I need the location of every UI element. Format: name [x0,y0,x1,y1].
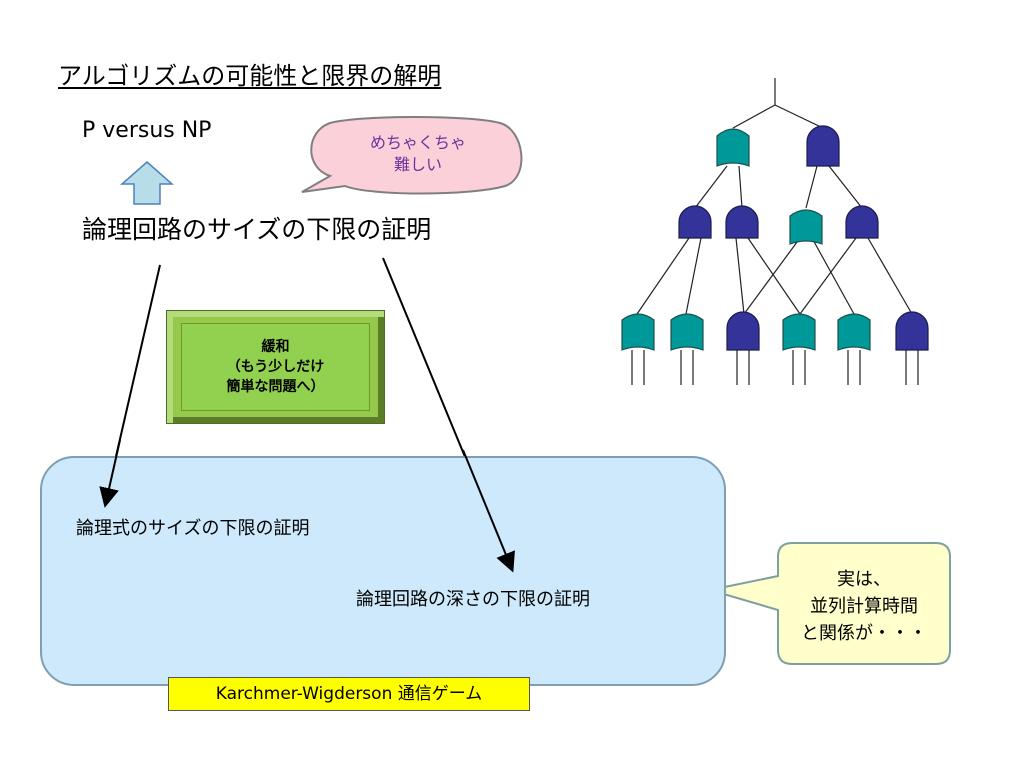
or-gate-icon [621,313,655,351]
formula-size-lower-bound-label: 論理式のサイズの下限の証明 [76,518,310,539]
p-versus-np-label: P versus NP [82,118,212,143]
or-gate-icon [789,209,823,245]
pink-callout-text: めちゃくちゃ 難しい [340,132,496,176]
or-gate-icon [716,128,750,167]
yellow-callout-line2: 並列計算時間 [810,596,918,617]
relaxation-line1: 緩和 [261,339,290,355]
and-gate-icon [806,125,840,167]
relaxation-line2: （もう少しだけ [226,359,325,375]
and-gate-icon [895,311,929,351]
up-arrow-icon [120,161,174,205]
pink-callout-bubble [301,116,523,195]
and-gate-icon [726,311,760,351]
and-gate-icon [678,205,712,239]
pink-callout-line1: めちゃくちゃ [369,133,466,152]
yellow-callout-line1: 実は、 [837,569,891,590]
relaxation-line3: 簡単な問題へ） [226,379,325,395]
and-gate-icon [845,205,879,239]
circuit-depth-lower-bound-label: 論理回路の深さの下限の証明 [356,589,590,610]
slide-title: アルゴリズムの可能性と限界の解明 [58,62,442,90]
or-gate-icon [837,313,871,351]
arrow-to-formula-size-overlay [99,439,121,508]
or-gate-icon [782,313,816,351]
circuit-size-lower-bound-label: 論理回路のサイズの下限の証明 [82,215,432,244]
pink-callout-line2: 難しい [393,155,442,174]
kw-game-panel [40,456,726,686]
circuit-wires [631,78,919,385]
kw-game-label: Karchmer-Wigderson 通信ゲーム [168,677,530,711]
yellow-callout-bubble [709,542,951,665]
yellow-callout-line3: と関係が・・・ [801,623,927,644]
or-gate-icon [670,313,704,351]
relaxation-box: 緩和 （もう少しだけ 簡単な問題へ） [166,310,385,424]
yellow-callout-text: 実は、 並列計算時間 と関係が・・・ [780,566,948,647]
relaxation-box-inner: 緩和 （もう少しだけ 簡単な問題へ） [181,323,370,411]
and-gate-icon [725,205,759,239]
arrow-to-circuit-depth-overlay [462,449,515,573]
